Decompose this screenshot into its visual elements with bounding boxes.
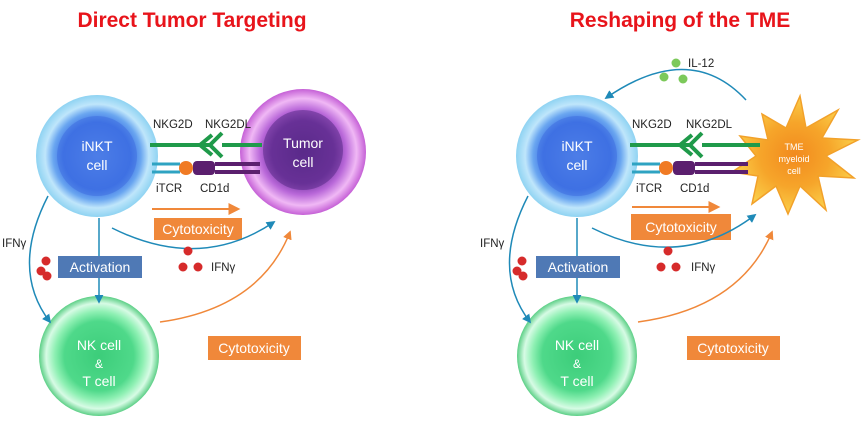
il12-arrow (604, 68, 747, 101)
inkt-cell: iNKT cell (516, 95, 638, 217)
panel-title: Direct Tumor Targeting (77, 9, 306, 32)
ifng-dots-left (512, 256, 528, 281)
nk-t-cell: NK cell & T cell (39, 296, 159, 416)
ifng-arrow-to-tumor (111, 220, 276, 250)
nkg2d-interaction: NKG2D NKG2DL (150, 119, 262, 159)
activation-label: Activation (70, 259, 131, 275)
ifng-arrow-to-nk (28, 195, 52, 324)
panel-reshaping-tme: Reshaping of the TME IL-12 iNKT cell TME… (480, 9, 861, 416)
nkg2d-interaction: NKG2D NKG2DL (630, 119, 760, 159)
tumor-cell: Tumor cell (240, 89, 366, 215)
nk-cell-label-line3: T cell (560, 373, 593, 389)
inkt-cell-label-line1: iNKT (561, 138, 593, 154)
nkg2dl-label: NKG2DL (686, 119, 733, 131)
myeloid-label-line1: TME (785, 142, 804, 152)
cd1d-label: CD1d (680, 183, 709, 195)
nk-cytotoxicity-arrow (159, 230, 292, 323)
myeloid-label-line3: cell (787, 166, 801, 176)
tme-myeloid-cell: TME myeloid cell (729, 93, 861, 216)
nkg2d-label: NKG2D (632, 119, 672, 131)
ifng-dots-left (36, 256, 52, 281)
cytotoxicity-label-bottom: Cytotoxicity (218, 340, 290, 356)
cd1d-label: CD1d (200, 183, 229, 195)
nk-cell-label-line1: NK cell (555, 337, 599, 353)
inkt-cell-label-line2: cell (566, 157, 587, 173)
itcr-label: iTCR (636, 183, 662, 195)
nk-cell-label-line2: & (573, 357, 581, 371)
panel-title: Reshaping of the TME (570, 9, 791, 32)
ifng-arrow-to-nk (508, 195, 532, 324)
ifng-label-left: IFNγ (480, 238, 505, 250)
activation-box: Activation (536, 256, 620, 278)
nk-t-cell: NK cell & T cell (517, 296, 637, 416)
inkt-cell-label-line2: cell (86, 157, 107, 173)
il12-label: IL-12 (688, 58, 714, 70)
itcr-label: iTCR (156, 183, 182, 195)
cytotoxicity-label-top: Cytotoxicity (162, 221, 234, 237)
inkt-cell-label-line1: iNKT (81, 138, 113, 154)
ifng-dots-mid (656, 246, 681, 272)
ifng-arrow-to-myeloid (591, 213, 757, 248)
nkg2dl-label: NKG2DL (205, 119, 252, 131)
tumor-cell-label-line1: Tumor (283, 135, 323, 151)
tumor-cell-label-line2: cell (292, 154, 313, 170)
myeloid-label-line2: myeloid (778, 154, 809, 164)
itcr-cd1d-interaction: iTCR CD1d (632, 161, 748, 195)
nk-cytotoxicity-arrow (637, 230, 774, 323)
cytotoxicity-box-bottom: Cytotoxicity (208, 336, 301, 360)
nk-cell-label-line3: T cell (82, 373, 115, 389)
ifng-dots-mid (178, 246, 203, 272)
panel-direct-tumor-targeting: Direct Tumor Targeting iNKT cell Tumor c… (2, 9, 366, 416)
itcr-cd1d-interaction: iTCR CD1d (152, 161, 260, 195)
nk-cell-label-line2: & (95, 357, 103, 371)
cytotoxicity-box-top: Cytotoxicity (631, 214, 731, 240)
ifng-label-mid: IFNγ (211, 262, 236, 274)
activation-box: Activation (58, 256, 142, 278)
nkg2d-label: NKG2D (153, 119, 193, 131)
il12-dots (659, 58, 688, 84)
activation-label: Activation (548, 259, 609, 275)
ifng-label-left: IFNγ (2, 238, 27, 250)
ifng-label-mid: IFNγ (691, 262, 716, 274)
cytotoxicity-box-bottom: Cytotoxicity (687, 336, 780, 360)
nk-cell-label-line1: NK cell (77, 337, 121, 353)
cytotoxicity-label-top: Cytotoxicity (645, 219, 717, 235)
inkt-cell: iNKT cell (36, 95, 158, 217)
cytotoxicity-label-bottom: Cytotoxicity (697, 340, 769, 356)
cytotoxicity-box-top: Cytotoxicity (154, 218, 242, 240)
